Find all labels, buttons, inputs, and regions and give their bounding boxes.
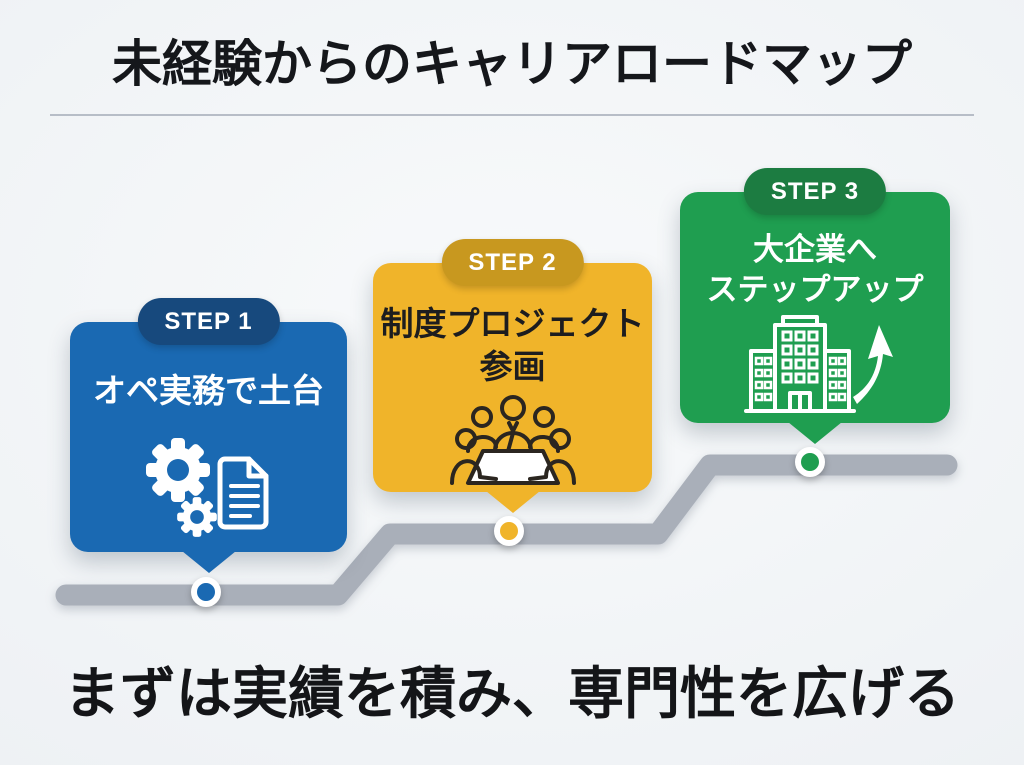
building-step-up-icon [733,311,897,415]
step-2-title-line1: 制度プロジェクト [380,305,645,342]
milestone-dot-1 [191,577,221,607]
step-3-badge: STEP 3 [743,168,887,215]
step-3-title-line2: ステップアップ [706,272,924,308]
step-card-2: STEP 2 制度プロジェクト 参画 [373,239,652,513]
page-title: 未経験からのキャリアロードマップ [112,36,912,92]
milestone-dot-2 [494,516,524,546]
title-divider [50,114,974,116]
step-2-pointer [485,491,540,513]
step-3-title-line1: 大企業へ [753,232,877,267]
step-1-badge: STEP 1 [137,298,280,345]
step-1-title-line1: オペ実務で土台 [93,372,324,409]
step-3-pointer [788,422,842,444]
meeting-icon [438,389,588,497]
footer-caption: まずは実績を積み、専門性を広げる [64,662,960,725]
step-card-3: STEP 3 大企業へ ステップアップ [680,168,950,444]
step-2-title-line2: 参画 [479,347,546,385]
step-2-title: 制度プロジェクト 参画 [381,303,645,389]
road-line [55,454,958,606]
step-2-badge: STEP 2 [441,239,584,286]
step-1-pointer [181,551,236,573]
step-card-1: STEP 1 オペ実務で土台 [70,298,347,573]
step-1-title: オペ実務で土台 [93,370,324,413]
milestone-dot-3 [795,447,825,477]
gears-document-icon [134,428,284,540]
step-3-title: 大企業へ ステップアップ [707,230,924,311]
